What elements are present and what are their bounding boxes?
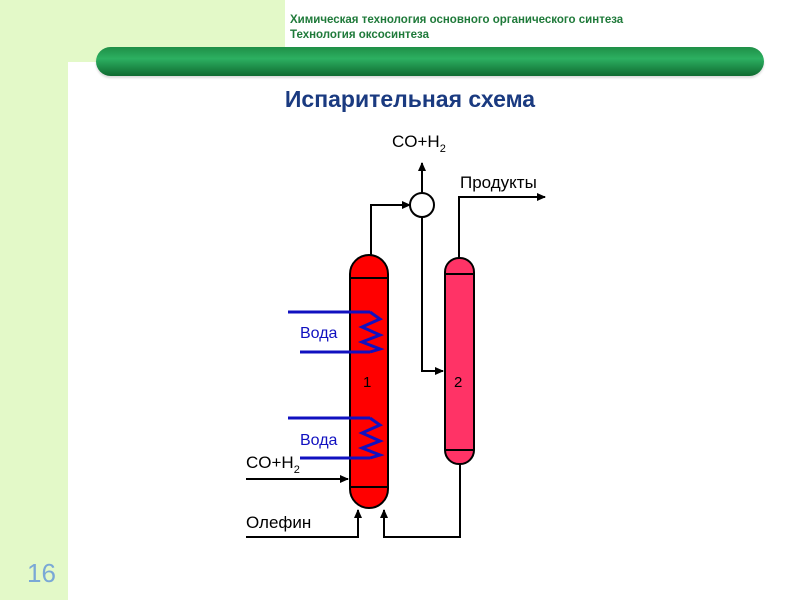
products-label: Продукты — [460, 173, 537, 192]
evaporator-column — [444, 257, 475, 465]
lower-cooling-coil — [288, 416, 385, 460]
recycle-line — [380, 464, 461, 538]
left-decor-band — [0, 0, 68, 600]
gas-inlet-label: CO+H2 — [246, 453, 300, 476]
water-label-lower: Вода — [300, 432, 338, 449]
header-topic-title: Технология оксосинтеза — [290, 29, 430, 41]
slide-title: Испарительная схема — [284, 86, 536, 112]
header-green-bar — [96, 47, 764, 76]
reactor-overhead-line — [370, 201, 411, 255]
olefin-inlet-line — [246, 509, 362, 538]
upper-cooling-coil — [288, 310, 385, 354]
gas-outlet-label: CO+H2 — [392, 132, 446, 155]
olefin-label: Олефин — [246, 513, 311, 532]
page-number: 16 — [27, 558, 56, 588]
water-label-upper: Вода — [300, 325, 338, 342]
products-line — [458, 193, 546, 258]
gas-separator — [409, 192, 435, 218]
reactor-number: 1 — [363, 374, 371, 391]
header-course-title: Химическая технология основного органиче… — [290, 14, 624, 26]
evaporator-number: 2 — [454, 374, 462, 391]
liquid-feed-line — [421, 217, 444, 375]
